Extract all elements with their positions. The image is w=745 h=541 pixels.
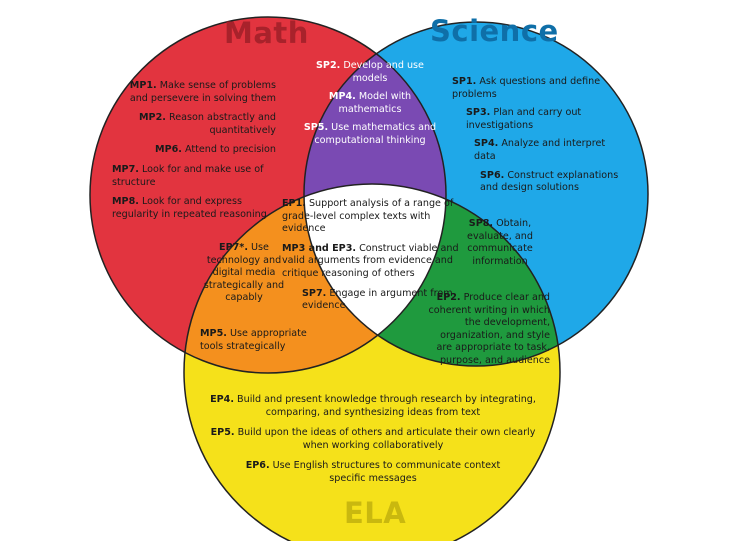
math-science-list: SP2. Develop and use models MP4. Model w…: [300, 60, 440, 148]
science-ela-overlap: [304, 184, 560, 366]
list-item: SP8. Obtain, evaluate, and communicate i…: [467, 218, 533, 267]
list-item: EP5. Build upon the ideas of others and …: [210, 427, 536, 451]
list-item: SP3. Plan and carry out investigations: [466, 107, 582, 131]
science-ela-list-2: EP2. Produce clear and coherent writing …: [428, 292, 550, 368]
list-item: EP1. Support analysis of a range of grad…: [282, 198, 454, 235]
list-item: EP6. Use English structures to communica…: [245, 460, 501, 484]
list-item: SP6. Construct explanations and design s…: [480, 169, 619, 194]
list-item: EP4. Build and present knowledge through…: [210, 394, 536, 418]
science-title: Science: [430, 14, 559, 48]
math-ela-list-2: MP5. Use appropriate tools strategically: [200, 328, 310, 353]
list-item: EP2. Produce clear and coherent writing …: [428, 292, 550, 366]
list-item: MP4. Model with mathematics: [328, 91, 412, 115]
science-ela-list: SP8. Obtain, evaluate, and communicate i…: [458, 218, 542, 268]
ela-only-list: EP4. Build and present knowledge through…: [208, 394, 538, 486]
center-list: EP1. Support analysis of a range of grad…: [282, 198, 472, 313]
math-only-list: MP1. Make sense of problems and persever…: [114, 80, 276, 164]
ela-title: ELA: [344, 496, 407, 530]
list-item: SP4. Analyze and interpret data: [474, 138, 606, 162]
math-only-list-2: MP7. Look for and make use of structure …: [112, 164, 272, 221]
list-item: MP2. Reason abstractly and quantitativel…: [139, 112, 276, 136]
list-item: MP8. Look for and express regularity in …: [112, 196, 267, 220]
list-item: SP2. Develop and use models: [316, 60, 424, 84]
list-item: MP7. Look for and make use of structure: [112, 164, 264, 188]
math-ela-list: EP7*. Use technology and digital media s…: [198, 242, 290, 311]
list-item: SP1. Ask questions and define problems: [452, 76, 601, 100]
list-item: MP5. Use appropriate tools strategically: [200, 328, 307, 352]
list-item: SP7. Engage in argument from evidence: [302, 287, 453, 312]
math-title: Math: [224, 16, 309, 50]
list-item: SP5. Use mathematics and computational t…: [303, 122, 437, 146]
list-item: MP6. Attend to precision: [155, 144, 276, 156]
list-item: MP1. Make sense of problems and persever…: [129, 80, 276, 104]
science-only-list: SP1. Ask questions and define problems S…: [452, 76, 624, 195]
list-item: MP3 and EP3. Construct viable and valid …: [282, 242, 459, 279]
list-item: EP7*. Use technology and digital media s…: [203, 242, 285, 304]
